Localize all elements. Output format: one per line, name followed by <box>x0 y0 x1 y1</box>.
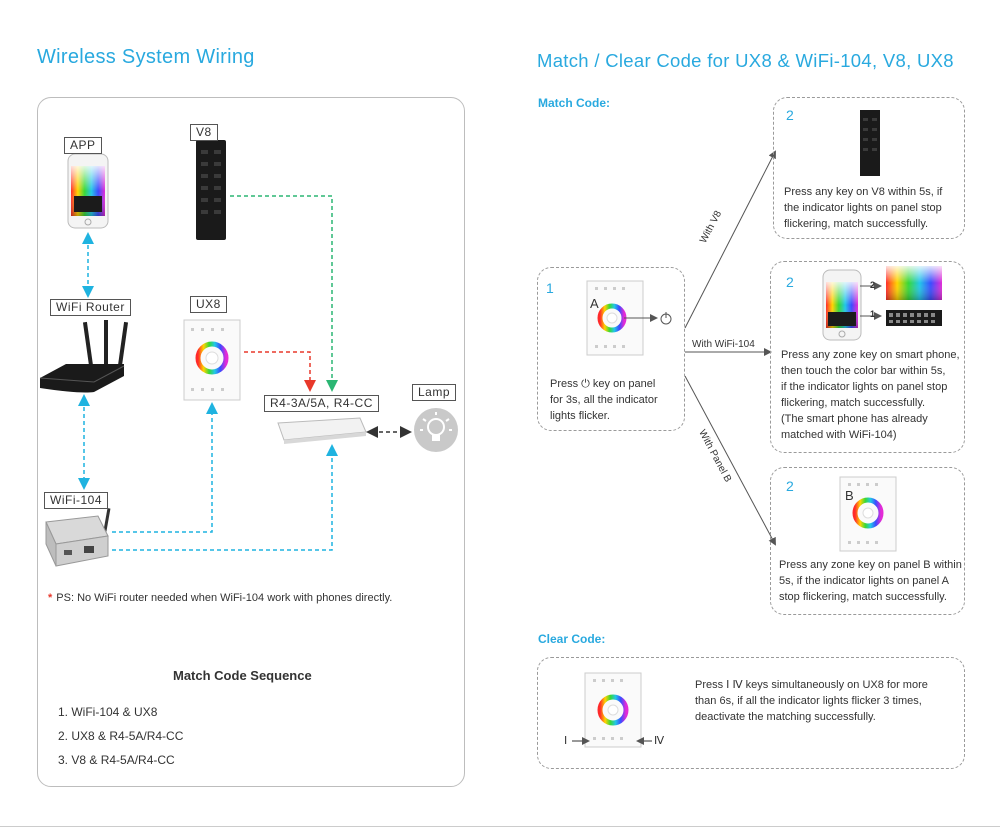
color-bar-icon <box>886 266 942 300</box>
panel-a-letter: A <box>590 296 599 311</box>
wiring-panel <box>37 97 465 787</box>
lamp-icon <box>414 408 458 452</box>
step-panel-b-line-1: Press any zone key on panel B within <box>779 559 962 571</box>
step-v8-line-3: flickering, match successfully. <box>784 218 929 230</box>
step-panel-b-line-3: stop flickering, match successfully. <box>779 591 947 603</box>
step-wifi-line-3: if the indicator lights on panel stop <box>781 381 948 393</box>
router-label: WiFi Router <box>50 299 131 316</box>
color-bar-badge: 2 <box>870 280 876 290</box>
step-wifi-text: Press any zone key on smart phone, then … <box>781 347 960 443</box>
panel-b-letter: B <box>845 488 854 503</box>
match-clear-title: Match / Clear Code for UX8 & WiFi-104, V… <box>537 50 954 71</box>
step1-box <box>537 267 685 431</box>
clear-code-label: Clear Code: <box>538 632 606 646</box>
route-label-wifi: With WiFi-104 <box>692 339 755 350</box>
sequence-item-1: 1. WiFi-104 & UX8 <box>58 705 158 719</box>
step-wifi-number: 2 <box>786 274 794 290</box>
step-wifi-box <box>770 261 965 453</box>
sequence-item-2: 2. UX8 & R4-5A/R4-CC <box>58 729 184 743</box>
v8-small-icon <box>860 110 880 176</box>
clear-code-box <box>537 657 965 769</box>
zone-keys-icon <box>886 310 942 326</box>
ps-note: *PS: No WiFi router needed when WiFi-104… <box>48 592 392 604</box>
panel-b-icon <box>839 476 897 552</box>
step-panel-b-box <box>770 467 965 615</box>
sequence-title: Match Code Sequence <box>173 668 312 683</box>
clear-line-1: Press Ⅰ Ⅳ keys simultaneously on UX8 for… <box>695 679 928 691</box>
match-code-label: Match Code: <box>538 96 610 110</box>
v8-remote-icon <box>196 140 226 240</box>
step1-line-2: for 3s, all the indicator <box>550 394 658 406</box>
clear-line-3: deactivate the matching successfully. <box>695 711 876 723</box>
step-panel-b-number: 2 <box>786 478 794 494</box>
ps-star: * <box>48 592 53 604</box>
step-wifi-line-5: (The smart phone has already <box>781 413 928 425</box>
step1-line-3: lights flicker. <box>550 410 610 422</box>
step-wifi-line-6: matched with WiFi-104) <box>781 429 897 441</box>
clear-code-text: Press Ⅰ Ⅳ keys simultaneously on UX8 for… <box>695 677 928 725</box>
lamp-label: Lamp <box>412 384 457 401</box>
wiring-title: Wireless System Wiring <box>37 46 255 68</box>
step-panel-b-line-2: 5s, if the indicator lights on panel A <box>779 575 949 587</box>
receiver-icon <box>277 417 367 444</box>
ps-note-text: PS: No WiFi router needed when WiFi-104 … <box>56 592 393 604</box>
step-v8-box <box>773 97 965 239</box>
zone-keys-badge: 1 <box>870 309 876 319</box>
v8-label: V8 <box>190 124 218 141</box>
ux8-panel-icon <box>183 319 241 401</box>
phone-icon <box>67 153 109 229</box>
step-wifi-line-2: then touch the color bar within 5s, <box>781 365 946 377</box>
sequence-item-3: 3. V8 & R4-5A/R4-CC <box>58 753 175 767</box>
step-wifi-line-1: Press any zone key on smart phone, <box>781 349 960 361</box>
wifi104-label: WiFi-104 <box>44 492 109 509</box>
receiver-label: R4-3A/5A, R4-CC <box>264 395 379 412</box>
step-v8-text: Press any key on V8 within 5s, if the in… <box>784 184 942 232</box>
step-v8-line-1: Press any key on V8 within 5s, if <box>784 186 943 198</box>
bottom-rule <box>0 826 1000 827</box>
clear-right-mark: Ⅳ <box>654 735 665 747</box>
ux8-label: UX8 <box>190 296 227 313</box>
step1-text: Press ⏻ key on panel for 3s, all the ind… <box>550 376 658 424</box>
clear-line-2: than 6s, if all the indicator lights fli… <box>695 695 922 707</box>
panel-a-icon <box>586 280 672 356</box>
step1-number: 1 <box>546 280 554 296</box>
step-v8-number: 2 <box>786 107 794 123</box>
phone-small-icon <box>822 269 862 341</box>
step-panel-b-text: Press any zone key on panel B within 5s,… <box>779 557 962 605</box>
clear-panel-icon <box>572 672 652 748</box>
step-v8-line-2: the indicator lights on panel stop <box>784 202 942 214</box>
step-wifi-line-4: flickering, match successfully. <box>781 397 926 409</box>
app-label: APP <box>64 137 102 154</box>
clear-left-mark: Ⅰ <box>564 735 568 747</box>
router-icon <box>39 320 129 393</box>
step1-line-1: Press ⏻ key on panel <box>550 378 656 390</box>
wifi104-icon <box>45 508 111 567</box>
